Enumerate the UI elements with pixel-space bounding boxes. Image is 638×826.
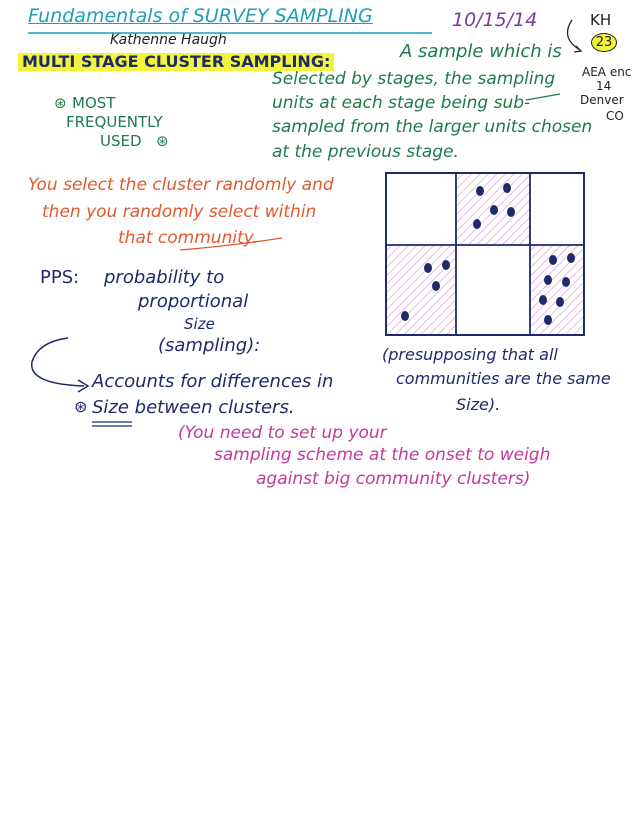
cluster-note-line-2: then you randomly select within [42,202,317,222]
cluster-grid [385,172,585,336]
dot [544,275,552,285]
onset-note-line-2: sampling scheme at the onset to weigh [214,445,551,465]
dot [473,219,481,229]
asterisk-icon-3: ⊛ [74,397,88,416]
most-used-line-2: FREQUENTLY [66,113,163,131]
most-used-line-3: USED [100,132,142,150]
pps-label: PPS: [40,267,80,288]
dot [442,260,450,270]
dot [490,205,498,215]
accounts-line-2: Size between clusters. [92,397,295,418]
definition-line-3: units at each stage being sub- [272,93,531,113]
dot [549,255,557,265]
grid-outline [385,172,585,336]
dot [544,315,552,325]
author-name: Kathenne Haugh [110,32,227,48]
grid-caption-line-1: (presupposing that all [382,345,558,364]
definition-line-2: Selected by stages, the sampling [272,69,556,89]
cluster-note-line-3: that community. [118,228,258,248]
definition-line-1: A sample which is [400,41,562,62]
definition-line-4: sampled from the larger units chosen [272,117,593,137]
dot [401,311,409,321]
dot [503,183,511,193]
dot [556,297,564,307]
dot [567,253,575,263]
event-line-1: AEA enc [582,65,632,79]
hatched-cell-bottom-right [530,245,584,335]
pps-line-4: (sampling): [158,335,261,356]
event-line-4: CO [606,109,624,123]
hatched-cell-bottom-left [386,245,456,335]
dot [424,263,432,273]
curved-arrow-head [77,379,90,393]
event-line-2: 14 [596,79,612,93]
dot [476,186,484,196]
dot [539,295,547,305]
pps-line-3: Size [184,315,215,333]
most-used-line-1: MOST [72,94,116,112]
community-underline [179,237,283,251]
date: 10/15/14 [452,9,538,31]
cluster-note-line-1: You select the cluster randomly and [28,175,334,195]
asterisk-icon: ⊛ [54,94,67,112]
grid-caption-line-2: communities are the same [396,369,611,388]
sub-arrow [525,93,561,101]
grid-caption-line-3: Size). [456,395,501,414]
pps-line-1: probability to [104,267,225,288]
onset-note-line-1: (You need to set up your [178,423,387,443]
initials: KH [590,11,612,29]
pps-line-2: proportional [138,291,249,312]
curved-arrow [31,337,85,387]
definition-line-5: at the previous stage. [272,142,459,162]
dot [562,277,570,287]
asterisk-icon-2: ⊛ [156,132,169,150]
page-title: Fundamentals of SURVEY SAMPLING [28,5,373,27]
page-number-circle: 23 [591,33,617,52]
kh-arrow [566,19,581,51]
dot [507,207,515,217]
event-line-3: Denver [580,93,624,107]
kh-arrow-head [573,45,583,53]
definition-term: MULTI STAGE CLUSTER SAMPLING: [18,52,335,72]
dot [432,281,440,291]
onset-note-line-3: against big community clusters) [256,469,531,489]
accounts-line-1: Accounts for differences in [92,371,334,392]
